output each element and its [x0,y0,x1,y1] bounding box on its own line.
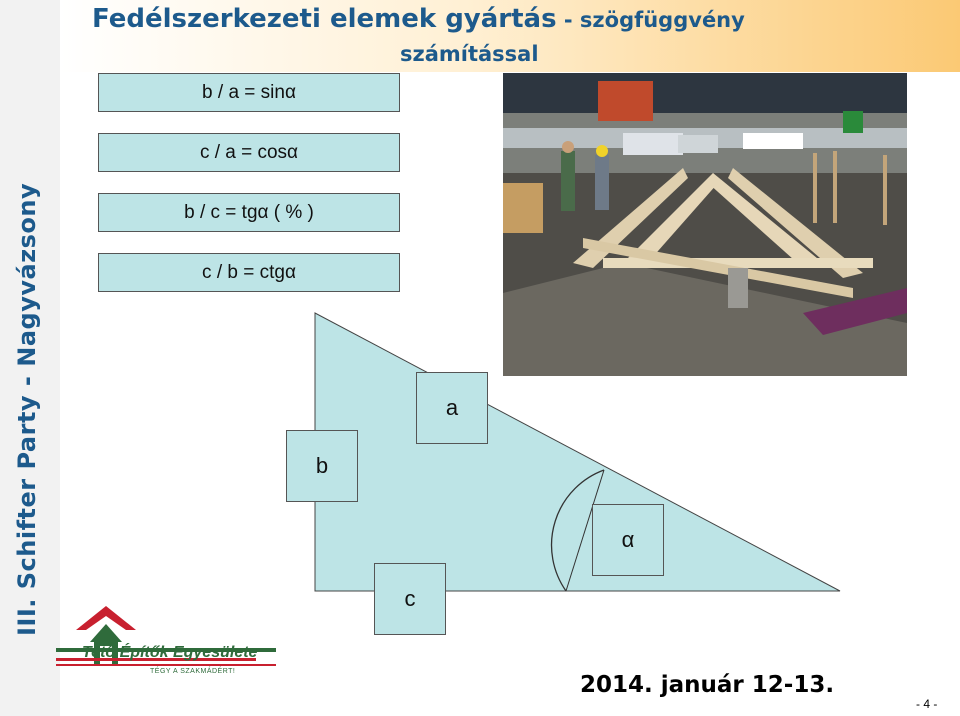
logo-slogan: TÉGY A SZAKMÁDÉRT! [150,668,236,675]
left-sidebar-band [0,0,60,716]
slide-title-second-line: számítással [400,42,539,66]
roof-truss-photo-image [503,73,907,376]
page-number: - 4 - [916,697,938,711]
side-label-b: b [286,430,358,502]
roof-truss-photo [503,73,907,376]
logo-emblem [56,606,276,666]
logo-name: Tető Építők Egyesülete [82,644,258,661]
formula-cos: c / a = cosα [98,133,400,172]
formula-sin: b / a = sinα [98,73,400,112]
slide-title-suffix: - szögfüggvény [556,8,745,32]
slide-title-main: Fedélszerkezeti elemek gyártás [92,4,557,34]
slide-title: Fedélszerkezeti elemek gyártás - szögfüg… [92,4,745,34]
angle-arc [550,469,605,592]
event-date: 2014. január 12-13. [580,672,835,698]
formula-tg: b / c = tgα ( % ) [98,193,400,232]
angle-label-alpha: α [592,504,664,576]
hypotenuse-label-a: a [416,372,488,444]
formula-ctg: c / b = ctgα [98,253,400,292]
angle-chord [565,469,605,592]
side-label-c: c [374,563,446,635]
header-band [60,0,960,72]
